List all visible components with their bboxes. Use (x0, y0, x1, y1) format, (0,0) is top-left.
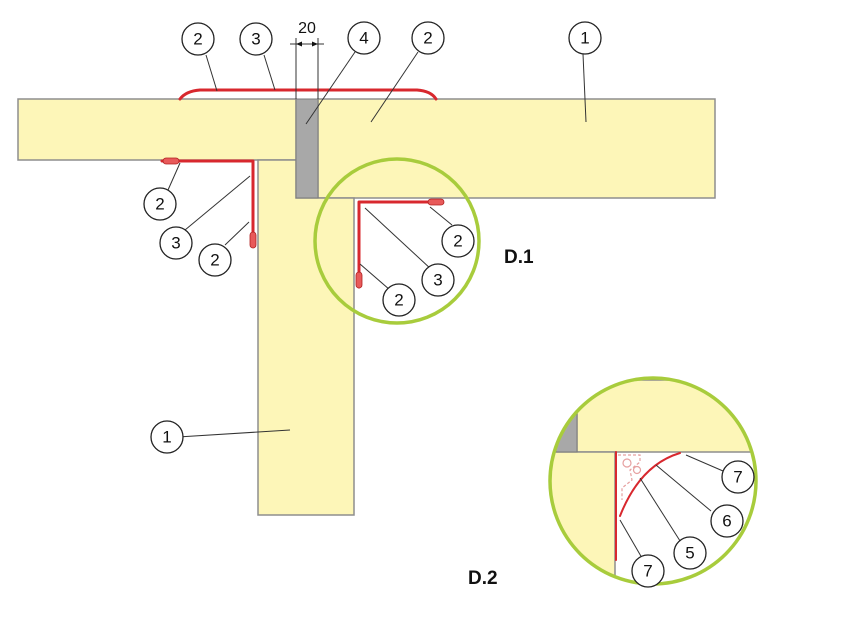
callout-top-mid-2: 2 (411, 21, 445, 55)
dimension-label: 20 (298, 20, 316, 37)
svg-text:3: 3 (171, 234, 180, 253)
callout-d2-5: 5 (673, 536, 707, 570)
svg-text:2: 2 (453, 232, 462, 251)
svg-text:5: 5 (685, 544, 694, 563)
panel-right-horizontal (317, 98, 716, 199)
detail-d1-ring (313, 157, 481, 325)
detail-d2 (550, 378, 756, 584)
callout-top-right-1: 1 (568, 21, 602, 55)
callout-d1-3: 3 (421, 263, 455, 297)
callout-d2-7a: 7 (721, 460, 755, 494)
svg-text:6: 6 (722, 512, 731, 531)
svg-text:2: 2 (210, 251, 219, 270)
callout-d1-2b: 2 (382, 283, 416, 317)
svg-text:3: 3 (251, 30, 260, 49)
callout-top-3: 3 (239, 22, 273, 56)
svg-text:1: 1 (580, 29, 589, 48)
callout-top-4: 4 (347, 21, 381, 55)
panels (17, 98, 716, 516)
svg-text:2: 2 (394, 291, 403, 310)
svg-text:2: 2 (423, 29, 432, 48)
left-corner-profile (160, 157, 257, 249)
svg-text:1: 1 (162, 428, 171, 447)
joint-filler (295, 98, 319, 199)
callout-d1-2a: 2 (441, 224, 475, 258)
detail-d1-label: D.1 (504, 247, 534, 268)
panel-vertical (257, 159, 355, 516)
dimension-20: 20 (290, 20, 324, 99)
detail-d2-label: D.2 (468, 568, 498, 589)
top-sealing-strip (178, 88, 438, 101)
svg-text:2: 2 (193, 30, 202, 49)
callout-d2-6: 6 (710, 504, 744, 538)
right-corner-profile (355, 198, 445, 289)
svg-text:2: 2 (155, 195, 164, 214)
svg-text:7: 7 (643, 562, 652, 581)
callout-left-2b: 2 (198, 243, 232, 277)
callout-left-3: 3 (159, 226, 193, 260)
callout-d2-7b: 7 (631, 554, 665, 588)
callout-top-left-2: 2 (181, 22, 215, 56)
callout-bottom-1: 1 (150, 420, 184, 454)
svg-text:7: 7 (733, 468, 742, 487)
panel-left-horizontal (17, 98, 297, 161)
leader-lines (167, 51, 724, 559)
callout-left-2a: 2 (143, 187, 177, 221)
svg-text:3: 3 (433, 271, 442, 290)
svg-text:4: 4 (359, 29, 368, 48)
